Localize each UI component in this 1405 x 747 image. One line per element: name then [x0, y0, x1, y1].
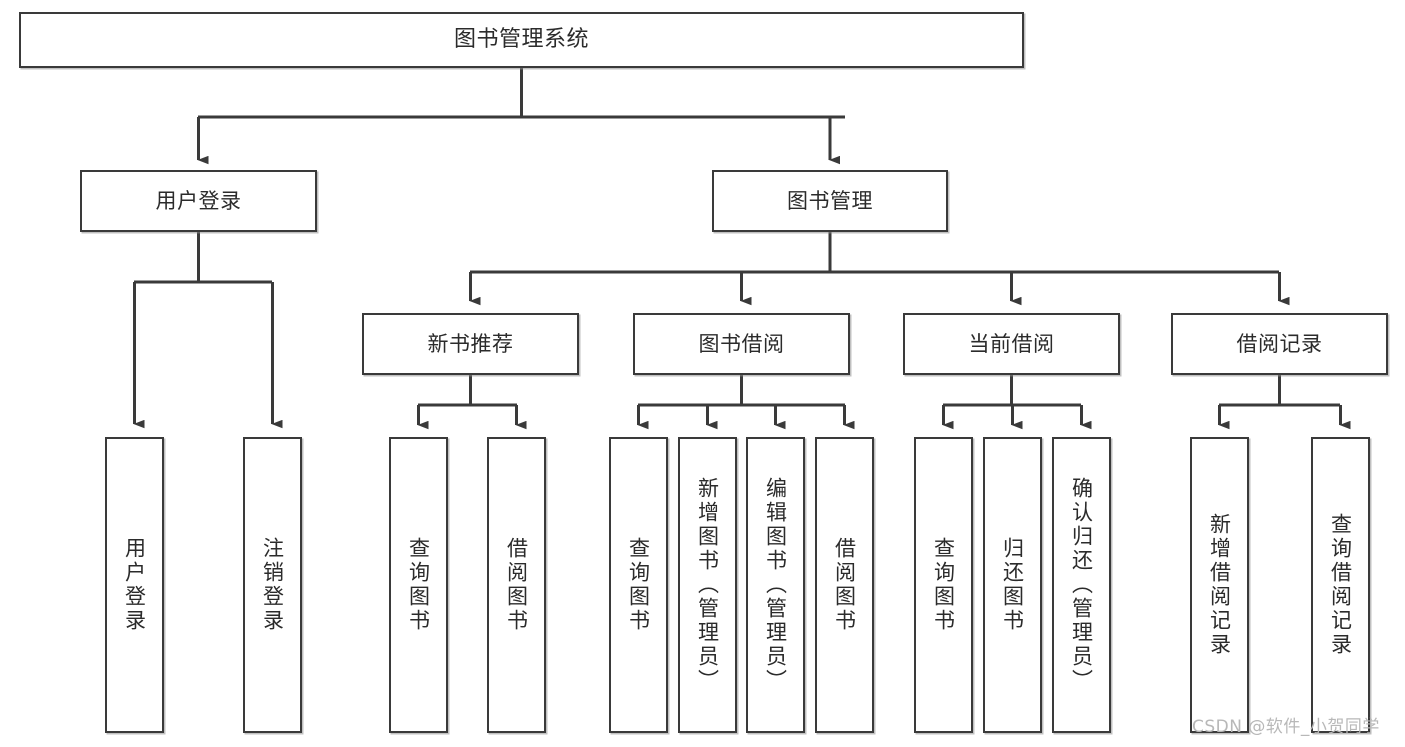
node-user-login[interactable]: 用户登录 — [80, 170, 317, 232]
node-borrow-borrow-book[interactable]: 借阅图书 — [815, 437, 874, 733]
node-label: 新增借阅记录 — [1207, 513, 1232, 657]
node-borrow-edit-book[interactable]: 编辑图书（管理员） — [746, 437, 805, 733]
node-label: 新书推荐 — [427, 331, 514, 356]
node-book-management-system[interactable]: 图书管理系统 — [19, 12, 1024, 68]
node-label: 用户登录 — [122, 537, 147, 633]
node-label: 编辑图书（管理员） — [763, 477, 788, 693]
node-borrow-record[interactable]: 借阅记录 — [1171, 313, 1388, 375]
node-recommend-borrow-book[interactable]: 借阅图书 — [487, 437, 546, 733]
node-label: 查询图书 — [406, 537, 431, 633]
node-label: 图书借阅 — [698, 331, 785, 356]
node-user-login-login[interactable]: 用户登录 — [105, 437, 164, 733]
node-label: 查询图书 — [626, 537, 651, 633]
node-current-query-book[interactable]: 查询图书 — [914, 437, 973, 733]
node-label: 查询图书 — [931, 537, 956, 633]
node-current-borrow[interactable]: 当前借阅 — [903, 313, 1120, 375]
node-label: 借阅图书 — [504, 537, 529, 633]
node-label: 用户登录 — [155, 188, 242, 213]
node-record-add[interactable]: 新增借阅记录 — [1190, 437, 1249, 733]
node-label: 图书管理系统 — [453, 27, 589, 53]
node-book-manage[interactable]: 图书管理 — [712, 170, 948, 232]
node-book-borrow[interactable]: 图书借阅 — [633, 313, 850, 375]
node-current-confirm-return[interactable]: 确认归还（管理员） — [1052, 437, 1111, 733]
node-label: 新增图书（管理员） — [695, 477, 720, 693]
node-record-query[interactable]: 查询借阅记录 — [1311, 437, 1370, 733]
node-borrow-query-book[interactable]: 查询图书 — [609, 437, 668, 733]
node-label: 图书管理 — [787, 188, 873, 213]
node-current-return-book[interactable]: 归还图书 — [983, 437, 1042, 733]
node-label: 归还图书 — [1000, 537, 1025, 633]
node-recommend-query-book[interactable]: 查询图书 — [389, 437, 448, 733]
csdn-watermark: CSDN @软件_小贺同学 — [1192, 717, 1380, 737]
node-new-book-recommend[interactable]: 新书推荐 — [362, 313, 579, 375]
node-label: 当前借阅 — [968, 331, 1055, 356]
node-label: 注销登录 — [260, 537, 285, 633]
node-label: 确认归还（管理员） — [1069, 477, 1094, 693]
node-label: 借阅记录 — [1236, 331, 1323, 356]
node-borrow-add-book[interactable]: 新增图书（管理员） — [678, 437, 737, 733]
node-label: 查询借阅记录 — [1328, 513, 1353, 657]
node-user-login-logout[interactable]: 注销登录 — [243, 437, 302, 733]
node-label: 借阅图书 — [832, 537, 857, 633]
